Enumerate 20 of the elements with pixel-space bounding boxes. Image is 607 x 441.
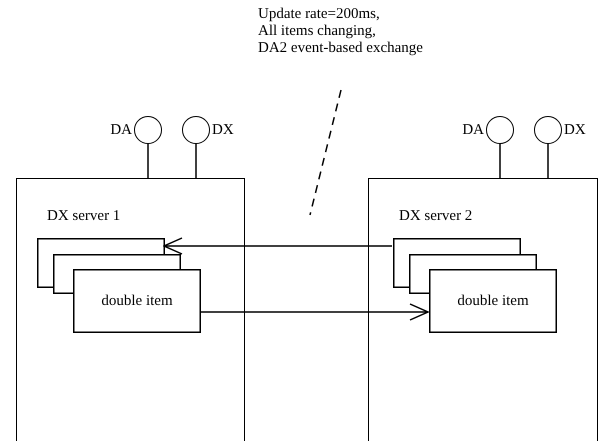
interface-label: DA <box>110 121 132 139</box>
arrow <box>163 237 392 255</box>
arrow <box>200 303 429 321</box>
server-box <box>16 178 245 441</box>
server-title: DX server 2 <box>399 207 472 226</box>
interface-label: DA <box>462 121 484 139</box>
connector-line <box>195 144 197 178</box>
server-title: DX server 1 <box>47 207 120 226</box>
leader-line <box>309 90 342 216</box>
server-box <box>368 178 598 441</box>
connector-line <box>147 144 149 178</box>
note-text: All items changing, <box>258 23 377 40</box>
note-text: Update rate=200ms, <box>258 6 381 23</box>
item-label: double item <box>101 292 173 311</box>
interface-label: DX <box>212 121 234 139</box>
connector-line <box>499 144 501 178</box>
note-text: DA2 event-based exchange <box>258 40 424 57</box>
item-label: double item <box>457 292 529 311</box>
connector-line <box>547 144 549 178</box>
interface-label: DX <box>564 121 586 139</box>
